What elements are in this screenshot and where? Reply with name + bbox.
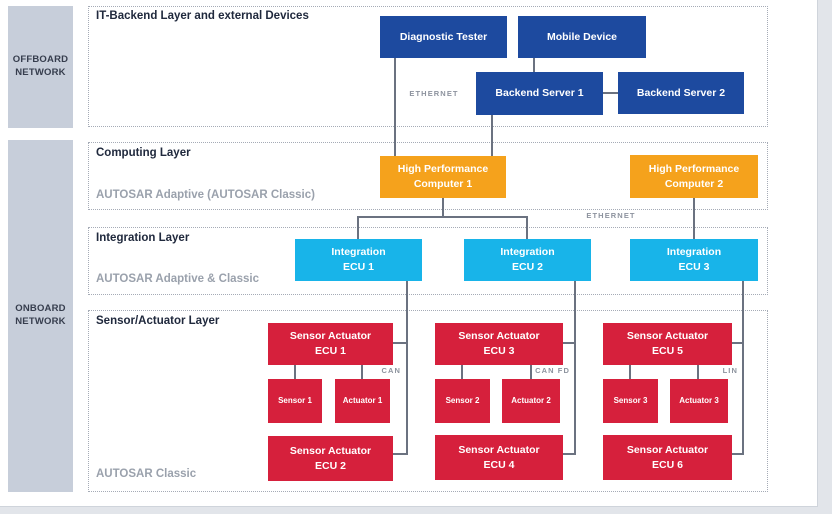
connector-ecu1-to-sensor1 — [294, 365, 296, 379]
layer-it-backend — [88, 6, 768, 127]
node-actuator-1: Actuator 1 — [335, 379, 390, 423]
connector-ecu5-to-sensor3 — [629, 365, 631, 379]
bus-canfd — [574, 281, 576, 455]
integration-layer-title: Integration Layer — [96, 232, 190, 244]
connector-ecu3-to-sensor2 — [461, 365, 463, 379]
offboard-network-band: OFFBOARD NETWORK — [8, 6, 73, 128]
bus-lin-stub-ecu6 — [731, 453, 744, 455]
bus-lin-stub-ecu5 — [731, 342, 744, 344]
connector-mobile-to-server1 — [533, 58, 535, 72]
ethernet-label-onboard: ETHERNET — [586, 211, 636, 220]
layer-sensor-actuator — [88, 310, 768, 492]
bus-can-stub-ecu1 — [393, 342, 408, 344]
node-sensor-actuator-ecu-2: Sensor Actuator ECU 2 — [268, 436, 393, 481]
bus-lin — [742, 281, 744, 455]
integration-layer-subtitle: AUTOSAR Adaptive & Classic — [96, 273, 259, 285]
can-label: CAN — [381, 366, 401, 375]
sensor-actuator-layer-subtitle: AUTOSAR Classic — [96, 468, 197, 480]
node-high-performance-computer-2: High Performance Computer 2 — [630, 155, 758, 198]
node-sensor-actuator-ecu-1: Sensor Actuator ECU 1 — [268, 323, 393, 365]
node-backend-server-1: Backend Server 1 — [476, 72, 603, 115]
node-integration-ecu-2: Integration ECU 2 — [464, 239, 591, 281]
computing-layer-subtitle: AUTOSAR Adaptive (AUTOSAR Classic) — [96, 189, 315, 201]
node-sensor-1: Sensor 1 — [268, 379, 322, 423]
node-backend-server-2: Backend Server 2 — [618, 72, 744, 114]
node-integration-ecu-3: Integration ECU 3 — [630, 239, 758, 281]
node-sensor-actuator-ecu-6: Sensor Actuator ECU 6 — [603, 435, 732, 480]
node-mobile-device: Mobile Device — [518, 16, 646, 58]
layer-integration — [88, 227, 768, 295]
node-sensor-3: Sensor 3 — [603, 379, 658, 423]
node-sensor-actuator-ecu-5: Sensor Actuator ECU 5 — [603, 323, 732, 365]
onboard-network-band: ONBOARD NETWORK — [8, 140, 73, 492]
connector-server1-to-hpc1 — [491, 115, 493, 156]
bus-canfd-stub-ecu4 — [563, 453, 576, 455]
node-sensor-actuator-ecu-3: Sensor Actuator ECU 3 — [435, 323, 563, 365]
node-actuator-3: Actuator 3 — [670, 379, 728, 423]
can-fd-label: CAN FD — [535, 366, 570, 375]
connector-ecu1-to-actuator1 — [361, 365, 363, 379]
node-sensor-2: Sensor 2 — [435, 379, 490, 423]
bus-canfd-stub-ecu3 — [563, 342, 576, 344]
it-backend-layer-title: IT-Backend Layer and external Devices — [96, 10, 309, 22]
node-high-performance-computer-1: High Performance Computer 1 — [380, 156, 506, 198]
ethernet-label-offboard: ETHERNET — [409, 89, 459, 98]
connector-diagnostic-to-hpc1 — [394, 58, 396, 156]
sensor-actuator-layer-title: Sensor/Actuator Layer — [96, 315, 220, 327]
connector-hpc1-branch — [357, 216, 528, 218]
node-integration-ecu-1: Integration ECU 1 — [295, 239, 422, 281]
connector-ecu5-to-actuator3 — [697, 365, 699, 379]
connector-branch-to-ecu1 — [357, 218, 359, 239]
computing-layer-title: Computing Layer — [96, 147, 191, 159]
lin-label: LIN — [722, 366, 738, 375]
bus-can — [406, 281, 408, 455]
connector-branch-to-ecu2 — [526, 218, 528, 239]
connector-server1-to-server2 — [603, 92, 618, 94]
layer-computing — [88, 142, 768, 210]
bus-can-stub-ecu2 — [393, 453, 408, 455]
connector-hpc2-to-ecu3 — [693, 198, 695, 239]
node-diagnostic-tester: Diagnostic Tester — [380, 16, 507, 58]
connector-ecu3-to-actuator2 — [530, 365, 532, 379]
node-sensor-actuator-ecu-4: Sensor Actuator ECU 4 — [435, 435, 563, 480]
connector-hpc1-down — [442, 198, 444, 218]
node-actuator-2: Actuator 2 — [502, 379, 560, 423]
